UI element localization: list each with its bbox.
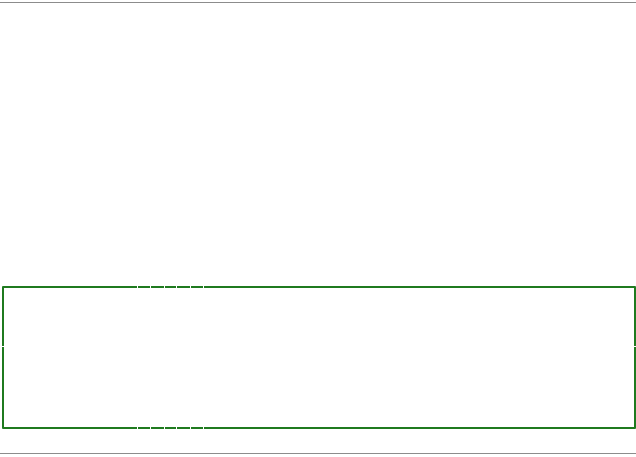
border-gap [164,285,165,289]
top-divider [0,2,636,3]
border-gap [203,285,204,289]
content-panel [1,285,636,430]
border-gap [633,346,636,347]
border-gap [176,285,177,289]
border-gap [164,426,165,430]
border-gap [137,285,138,289]
border-gap [1,346,5,347]
border-gap [137,426,138,430]
bottom-divider [0,453,636,454]
border-gap [190,426,191,430]
border-gap [150,285,151,289]
border-gap [203,426,204,430]
border-gap [190,285,191,289]
border-gap [150,426,151,430]
border-gap [176,426,177,430]
